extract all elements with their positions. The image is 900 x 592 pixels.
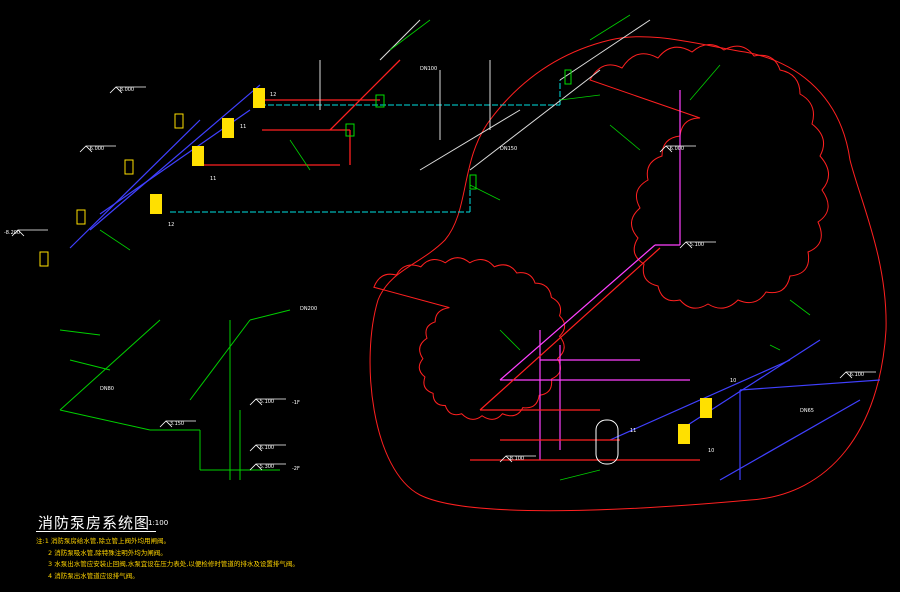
valve-boxes — [39, 69, 572, 267]
svg-text:-6.100: -6.100 — [848, 372, 864, 378]
red-diagonal-cloud — [470, 247, 700, 461]
svg-text:DN65: DN65 — [800, 408, 814, 414]
drawing-title: 消防泵房系统图 — [38, 514, 151, 532]
elevation-markers — [11, 86, 876, 471]
svg-text:-1F: -1F — [292, 400, 300, 406]
note-line: 4 消防泵出水管道应设排气阀。 — [48, 571, 139, 580]
svg-text:-8.100: -8.100 — [508, 456, 524, 462]
svg-text:-5.100: -5.100 — [688, 242, 704, 248]
svg-text:11: 11 — [630, 428, 636, 434]
pink-main — [499, 90, 690, 460]
red-fire-main — [200, 59, 401, 166]
svg-text:-5.300: -5.300 — [258, 464, 274, 470]
svg-text:-8.200: -8.200 — [4, 230, 20, 236]
svg-text:10: 10 — [730, 378, 736, 384]
svg-text:12: 12 — [168, 222, 174, 228]
svg-text:-5.100: -5.100 — [258, 399, 274, 405]
pressure-tank-icon — [595, 419, 619, 465]
title-underline — [36, 531, 156, 532]
diagram-labels: -8.200 -6.000 -8.000 -6.000 -5.100 -5.10… — [4, 66, 864, 472]
svg-text:10: 10 — [708, 448, 714, 454]
pump-icon — [222, 118, 234, 138]
svg-text:-6.000: -6.000 — [88, 146, 104, 152]
note-line: 注:1 消防泵房给水管,除立管上阀外均用闸阀。 — [36, 537, 170, 545]
pump-icon — [253, 88, 265, 108]
svg-text:11: 11 — [210, 176, 216, 182]
svg-text:-8.000: -8.000 — [118, 87, 134, 93]
svg-text:-3.150: -3.150 — [168, 421, 184, 427]
svg-text:DN80: DN80 — [100, 386, 114, 392]
svg-text:-2F: -2F — [292, 466, 300, 472]
svg-text:DN100: DN100 — [420, 66, 437, 72]
note-line: 2 消防泵吸水管,除特殊注明外均为闸阀。 — [48, 548, 167, 557]
svg-text:-6.000: -6.000 — [668, 146, 684, 152]
notes-block: 注:1 消防泵房给水管,除立管上阀外均用闸阀。 2 消防泵吸水管,除特殊注明外均… — [36, 536, 366, 582]
green-leaders — [99, 14, 811, 481]
svg-text:11: 11 — [240, 124, 246, 130]
pump-icon — [700, 398, 712, 418]
pumps — [150, 88, 712, 465]
pump-icon — [150, 194, 162, 214]
svg-text:DN150: DN150 — [500, 146, 517, 152]
pump-icon — [678, 424, 690, 444]
green-pipes — [59, 309, 291, 480]
pump-icon — [192, 146, 204, 166]
svg-text:DN200: DN200 — [300, 306, 317, 312]
svg-text:-6.100: -6.100 — [258, 445, 274, 451]
drawing-scale: 1:100 — [148, 519, 169, 527]
svg-text:12: 12 — [270, 92, 276, 98]
white-pipes — [319, 19, 651, 171]
note-line: 3 水泵出水管应安装止回阀,水泵宜设在压力表处,以便检修时管道的排水及设置排气阀… — [48, 560, 299, 568]
revision-cloud — [369, 36, 887, 512]
